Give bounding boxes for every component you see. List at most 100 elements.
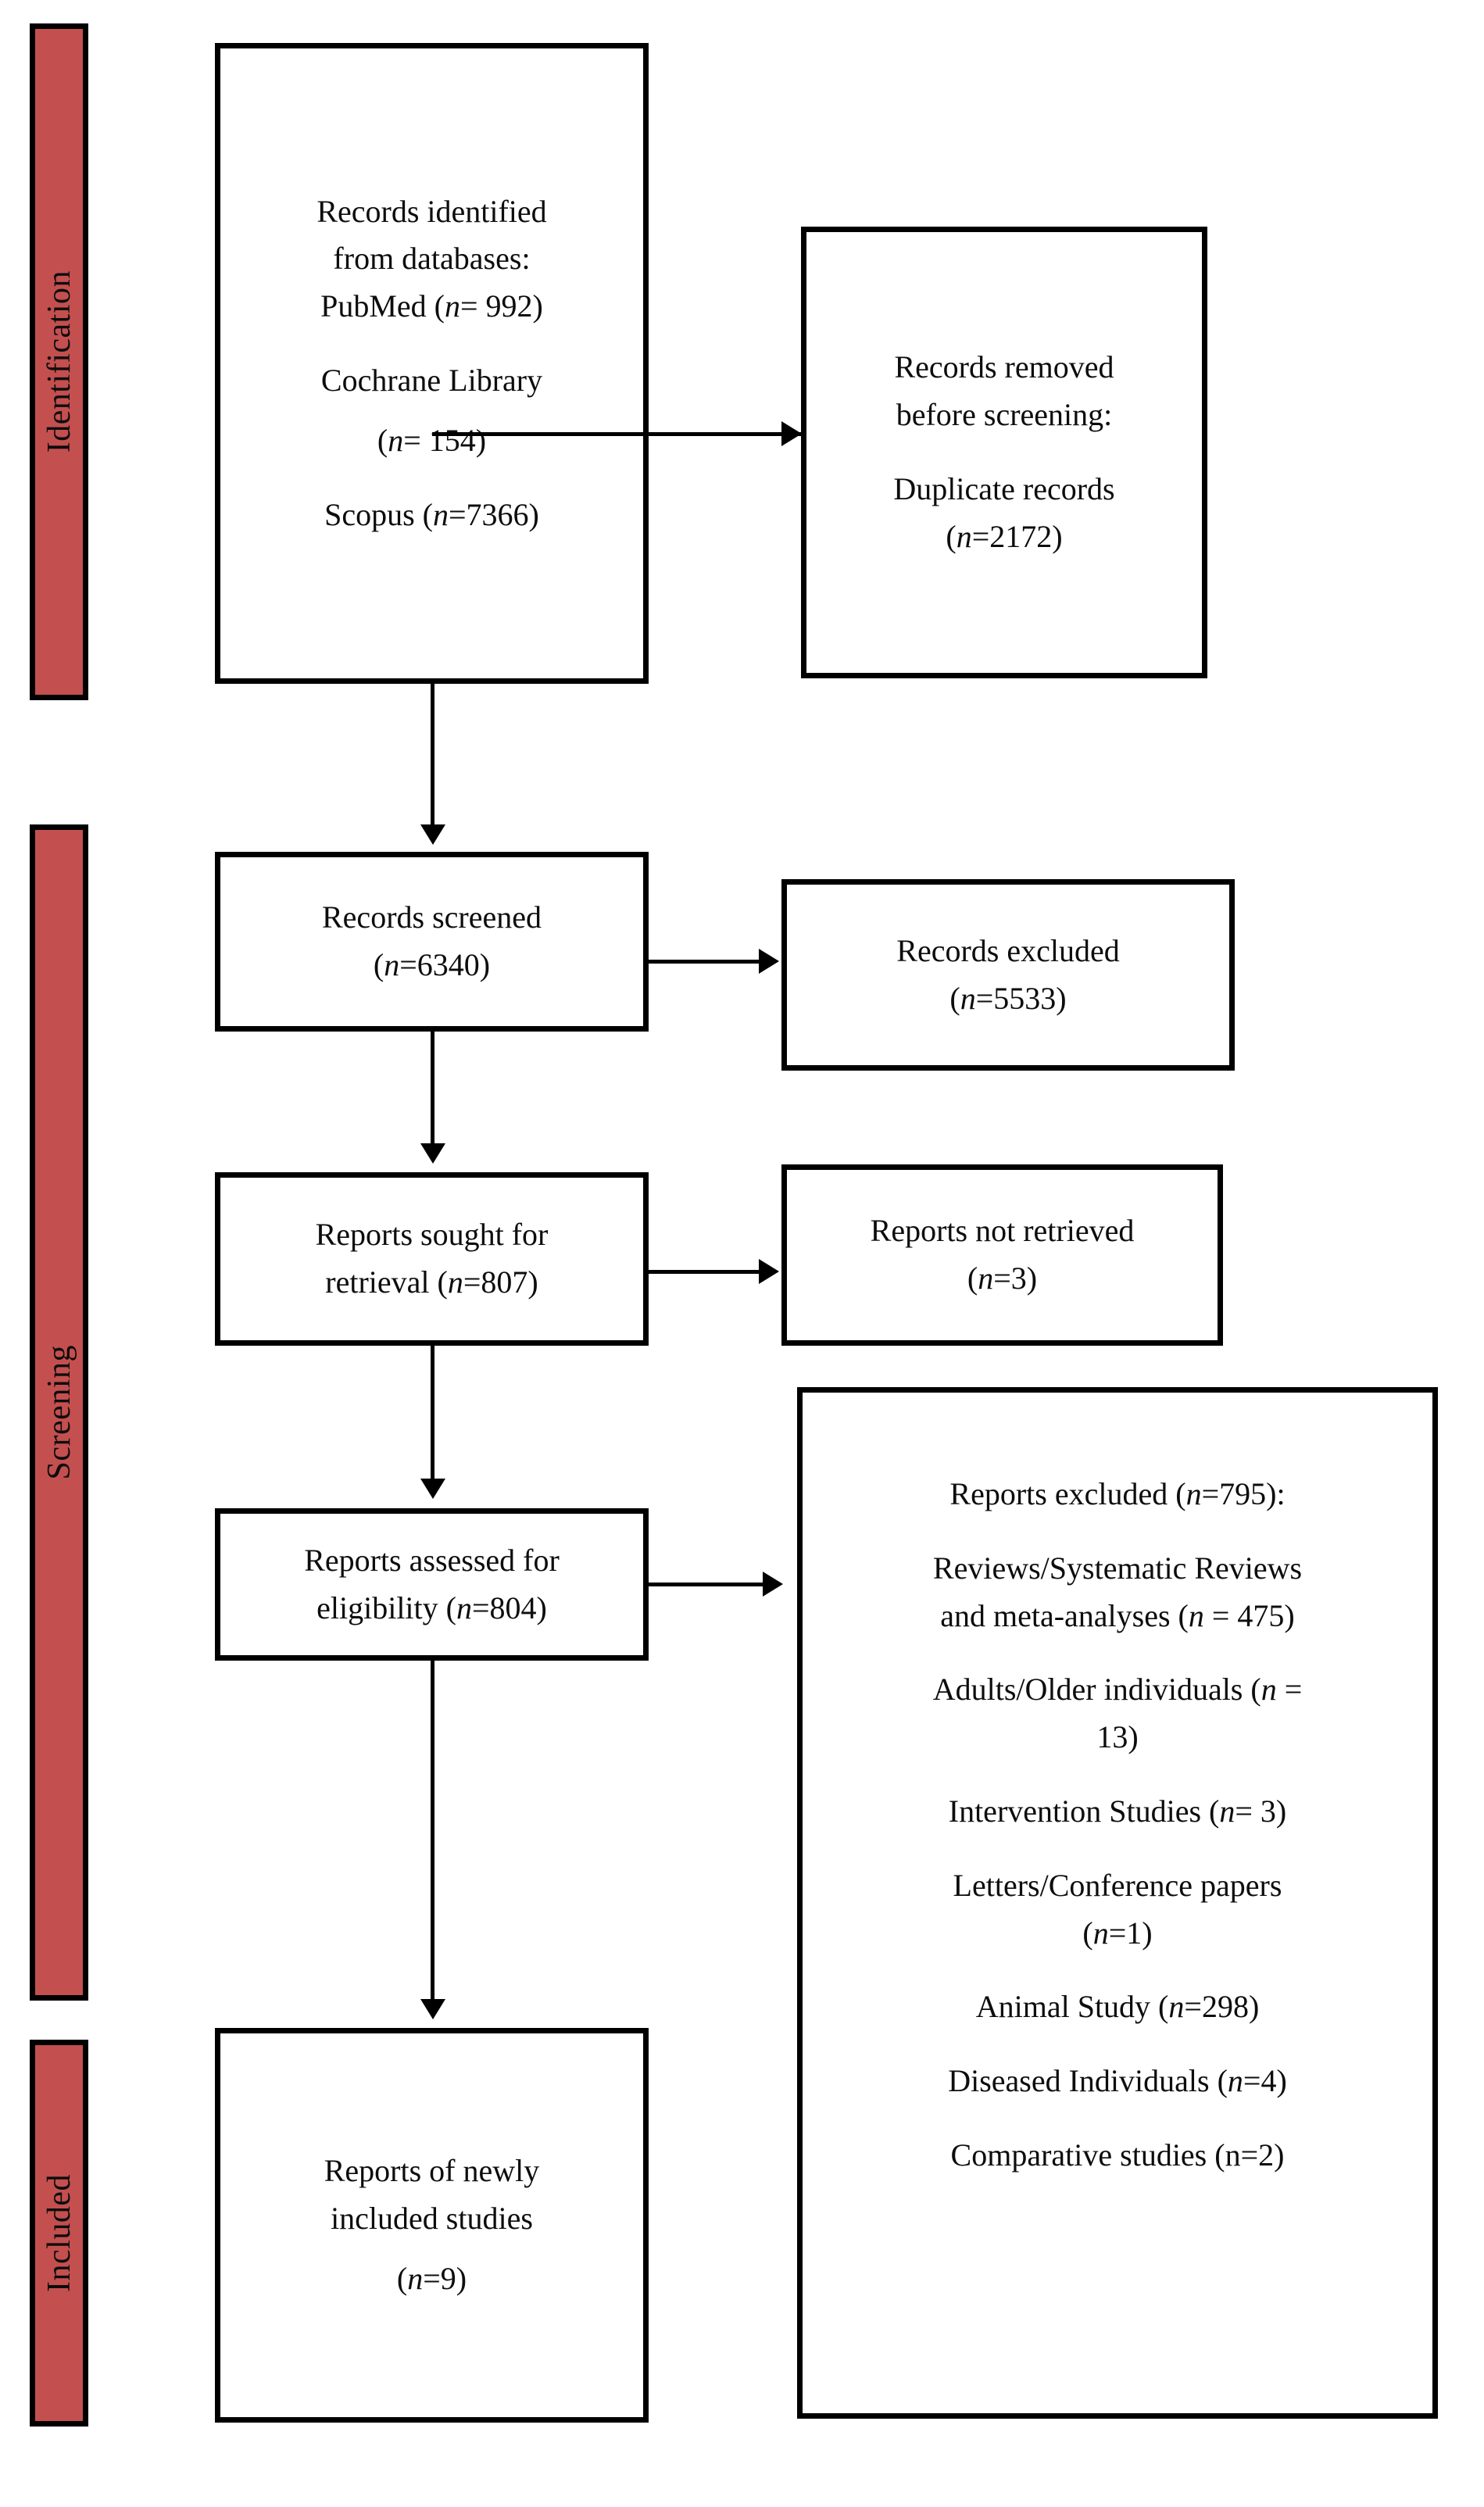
box-records-removed: Records removed before screening: Duplic…: [801, 227, 1207, 678]
pubmed-count: = 992): [460, 288, 543, 324]
records-identified-source-pubmed: PubMed (n= 992): [241, 283, 623, 331]
reason-letters-n-italic: n: [1092, 1915, 1109, 1951]
arrow-assessed-to-included: [420, 1999, 445, 2019]
reason-comparative: Comparative studies (n=2): [950, 2137, 1285, 2173]
reports-included-line2: included studies: [331, 2201, 533, 2237]
reason-intervention-count: = 3): [1235, 1793, 1287, 1829]
reason-animal-n-italic: n: [1168, 1989, 1185, 2025]
records-removed-line3: Duplicate records: [893, 471, 1115, 506]
removed-n-italic: n: [956, 518, 972, 554]
reports-sought-line1: Reports sought for: [315, 1217, 549, 1253]
records-identified-source-cochrane: Cochrane Library: [320, 363, 543, 398]
records-screened-line1: Records screened: [322, 899, 542, 935]
reason-adults-label: Adults/Older individuals (: [932, 1672, 1261, 1708]
reason-adults-eq: =: [1276, 1672, 1303, 1708]
scopus-label: Scopus (: [324, 496, 433, 532]
arrow-screened-to-sought: [420, 1143, 445, 1164]
reason-reviews-count: = 475): [1203, 1597, 1295, 1633]
assessed-label: eligibility (: [316, 1590, 456, 1625]
records-identified-title-line2: from databases:: [333, 241, 531, 277]
removed-count-value: =2172): [971, 518, 1063, 554]
box-reports-sought: Reports sought for retrieval (n=807): [215, 1172, 649, 1346]
arrow-screened-to-excluded: [759, 949, 779, 974]
records-screened-count: (n=6340): [238, 942, 626, 989]
box-reports-not-retrieved: Reports not retrieved (n=3): [781, 1164, 1223, 1346]
reason-diseased-count: =4): [1243, 2063, 1287, 2099]
records-removed-line2: before screening:: [896, 397, 1113, 433]
reason-diseased-label: Diseased Individuals (: [948, 2063, 1228, 2099]
reports-excluded-header: Reports excluded (n=795):: [823, 1471, 1412, 1518]
stage-label-identification: Identification: [41, 270, 77, 453]
arrow-sought-to-not-retrieved: [759, 1259, 779, 1284]
reason-adults-line2: 13): [1096, 1719, 1139, 1755]
screened-paren: (: [373, 947, 384, 982]
not-retrieved-paren: (: [967, 1261, 978, 1296]
sought-count-value: =807): [463, 1264, 538, 1300]
arrow-assessed-to-excluded-reasons: [763, 1572, 783, 1597]
scopus-count: =7366): [449, 496, 539, 532]
connector-screened-to-sought: [431, 1032, 434, 1145]
cochrane-paren: (: [377, 422, 388, 458]
connector-identified-to-removed: [432, 432, 801, 436]
reason-diseased: Diseased Individuals (n=4): [823, 2058, 1412, 2105]
included-paren: (: [396, 2260, 408, 2296]
records-excluded-line1: Records excluded: [896, 932, 1120, 968]
connector-assessed-to-excluded-reasons: [649, 1583, 766, 1586]
reason-intervention-label: Intervention Studies (: [948, 1793, 1220, 1829]
included-n-italic: n: [407, 2260, 424, 2296]
connector-identified-to-screened: [431, 684, 434, 826]
records-identified-cochrane-count: (n= 154): [241, 417, 623, 465]
not-retrieved-count-value: =3): [993, 1261, 1038, 1296]
reason-letters-count: =1): [1108, 1915, 1153, 1951]
reason-reviews-line2: and meta-analyses (n = 475): [823, 1593, 1412, 1640]
box-reports-excluded-reasons: Reports excluded (n=795): Reviews/System…: [797, 1387, 1438, 2419]
assessed-count-value: =804): [471, 1590, 547, 1625]
reason-animal-count: =298): [1184, 1989, 1260, 2025]
stage-bar-identification: Identification: [30, 23, 88, 700]
cochrane-count: = 154): [403, 422, 487, 458]
reason-letters-line2: (n=1): [823, 1910, 1412, 1958]
reports-not-retrieved-count: (n=3): [804, 1255, 1200, 1303]
sought-label: retrieval (: [325, 1264, 448, 1300]
arrow-identified-to-screened: [420, 824, 445, 845]
reason-reviews-n-italic: n: [1188, 1597, 1204, 1633]
records-identified-title-line1: Records identified: [316, 193, 547, 229]
reports-assessed-line1: Reports assessed for: [304, 1542, 560, 1578]
box-records-screened: Records screened (n=6340): [215, 852, 649, 1032]
not-retrieved-n-italic: n: [978, 1261, 994, 1296]
reason-adults-n-italic: n: [1261, 1672, 1277, 1708]
connector-sought-to-not-retrieved: [649, 1270, 762, 1274]
reason-animal: Animal Study (n=298): [823, 1983, 1412, 2031]
connector-sought-to-assessed: [431, 1346, 434, 1480]
records-removed-line1: Records removed: [894, 349, 1114, 385]
reports-excluded-n-italic: n: [1185, 1476, 1202, 1511]
reports-not-retrieved-line1: Reports not retrieved: [870, 1213, 1135, 1249]
sought-n-italic: n: [447, 1264, 463, 1300]
reports-sought-line2: retrieval (n=807): [238, 1259, 626, 1307]
cochrane-n-italic: n: [388, 422, 404, 458]
reason-intervention-n-italic: n: [1219, 1793, 1235, 1829]
reason-letters-line1: Letters/Conference papers: [953, 1867, 1282, 1903]
reports-included-count: (n=9): [238, 2255, 626, 2303]
excluded-count-value: =5533): [975, 980, 1067, 1016]
pubmed-label: PubMed (: [320, 288, 445, 324]
reason-reviews-label2: and meta-analyses (: [940, 1597, 1189, 1633]
reports-included-line1: Reports of newly: [324, 2153, 540, 2189]
box-records-excluded: Records excluded (n=5533): [781, 879, 1235, 1071]
reports-assessed-line2: eligibility (n=804): [238, 1585, 626, 1633]
scopus-n-italic: n: [433, 496, 449, 532]
box-records-identified: Records identified from databases: PubMe…: [215, 43, 649, 684]
excluded-n-italic: n: [960, 980, 976, 1016]
reason-diseased-n-italic: n: [1227, 2063, 1243, 2099]
assessed-n-italic: n: [456, 1590, 472, 1625]
arrow-sought-to-assessed: [420, 1479, 445, 1499]
records-excluded-count: (n=5533): [804, 975, 1212, 1023]
reports-excluded-header-label: Reports excluded (: [949, 1476, 1186, 1511]
stage-label-included: Included: [41, 2174, 77, 2292]
stage-bar-included: Included: [30, 2040, 88, 2427]
reason-adults-line1: Adults/Older individuals (n =: [823, 1666, 1412, 1714]
included-count-value: =9): [423, 2260, 467, 2296]
screened-count-value: =6340): [399, 947, 491, 982]
connector-screened-to-excluded: [649, 960, 762, 964]
box-reports-assessed: Reports assessed for eligibility (n=804): [215, 1508, 649, 1661]
